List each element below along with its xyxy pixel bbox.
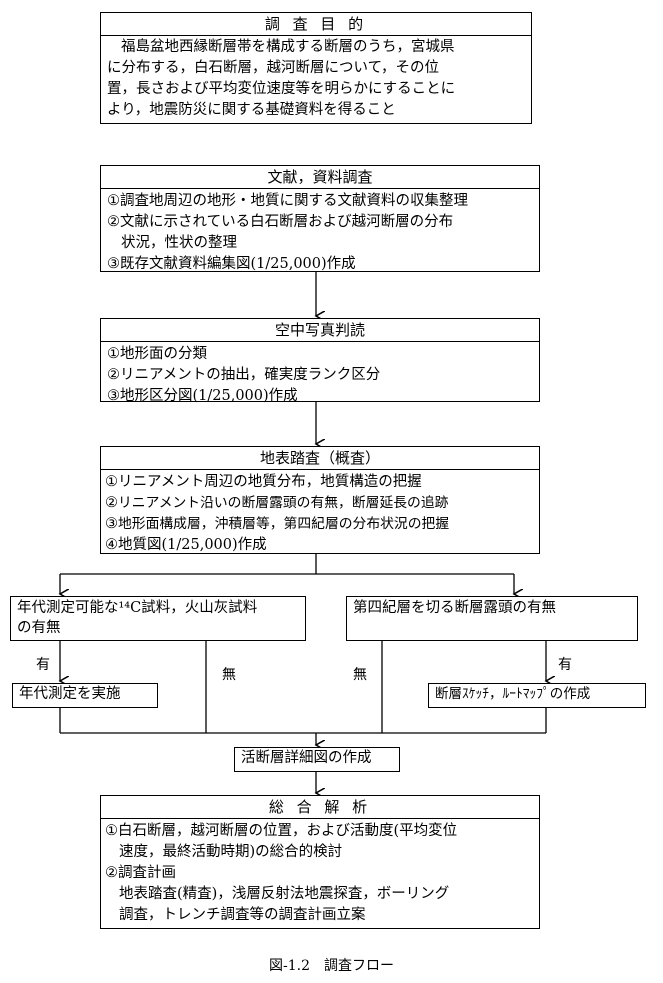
analysis-item-2-cont-2: 調査，トレンチ調査等の調査計画立案 — [119, 907, 366, 923]
sketch-box: 断層ｽｹｯﾁ，ﾙｰﾄﾏｯﾌﾟの作成 — [428, 683, 646, 708]
label-no-right: 無 — [353, 667, 367, 683]
detail-map-box: 活断層詳細図の作成 — [234, 747, 400, 772]
purpose-title: 調 査 目 的 — [101, 13, 531, 36]
aerial-title: 空中写真判読 — [101, 319, 539, 342]
literature-item-2-cont: 状況，性状の整理 — [121, 235, 237, 251]
label-yes-left: 有 — [36, 657, 50, 673]
analysis-item-2-cont-1: 地表踏査(精査)，浅層反射法地震探査，ボーリング — [119, 886, 450, 902]
literature-title: 文献，資料調査 — [101, 166, 539, 189]
branch-left-box: 年代測定可能な¹⁴C試料，火山灰試料 の有無 — [10, 596, 306, 641]
analysis-item-1-cont: 速度，最終活動時期)の総合的検討 — [119, 844, 343, 860]
branch-right-text: 第四紀層を切る断層露頭の有無 — [353, 600, 556, 616]
purpose-line-2: に分布する，白石断層，越河断層について，その位 — [107, 60, 440, 76]
branch-left-line-1: 年代測定可能な¹⁴C試料，火山灰試料 — [17, 600, 258, 616]
branch-left-line-2: の有無 — [17, 620, 61, 636]
survey-title: 地表踏査（概査） — [101, 447, 539, 470]
sketch-text: 断層ｽｹｯﾁ，ﾙｰﾄﾏｯﾌﾟの作成 — [435, 686, 591, 702]
dating-text: 年代測定を実施 — [19, 686, 121, 702]
branch-right-box: 第四紀層を切る断層露頭の有無 — [346, 596, 638, 641]
purpose-line-3: 置，長さおよび平均変位速度等を明らかにすることに — [107, 81, 456, 97]
label-yes-right: 有 — [558, 657, 572, 673]
label-no-left: 無 — [222, 667, 236, 683]
dating-box: 年代測定を実施 — [12, 683, 158, 708]
purpose-box: 調 査 目 的 福島盆地西縁断層帯を構成する断層のうち，宮城県 に分布する，白石… — [100, 12, 532, 124]
figure-caption: 図-1.2 調査フロー — [269, 958, 394, 974]
detail-map-text: 活断層詳細図の作成 — [241, 750, 372, 766]
purpose-line-4: より，地震防災に関する基礎資料を得ること — [107, 102, 396, 118]
purpose-line-1: 福島盆地西縁断層帯を構成する断層のうち，宮城県 — [121, 39, 455, 55]
analysis-title: 総 合 解 析 — [101, 796, 539, 819]
